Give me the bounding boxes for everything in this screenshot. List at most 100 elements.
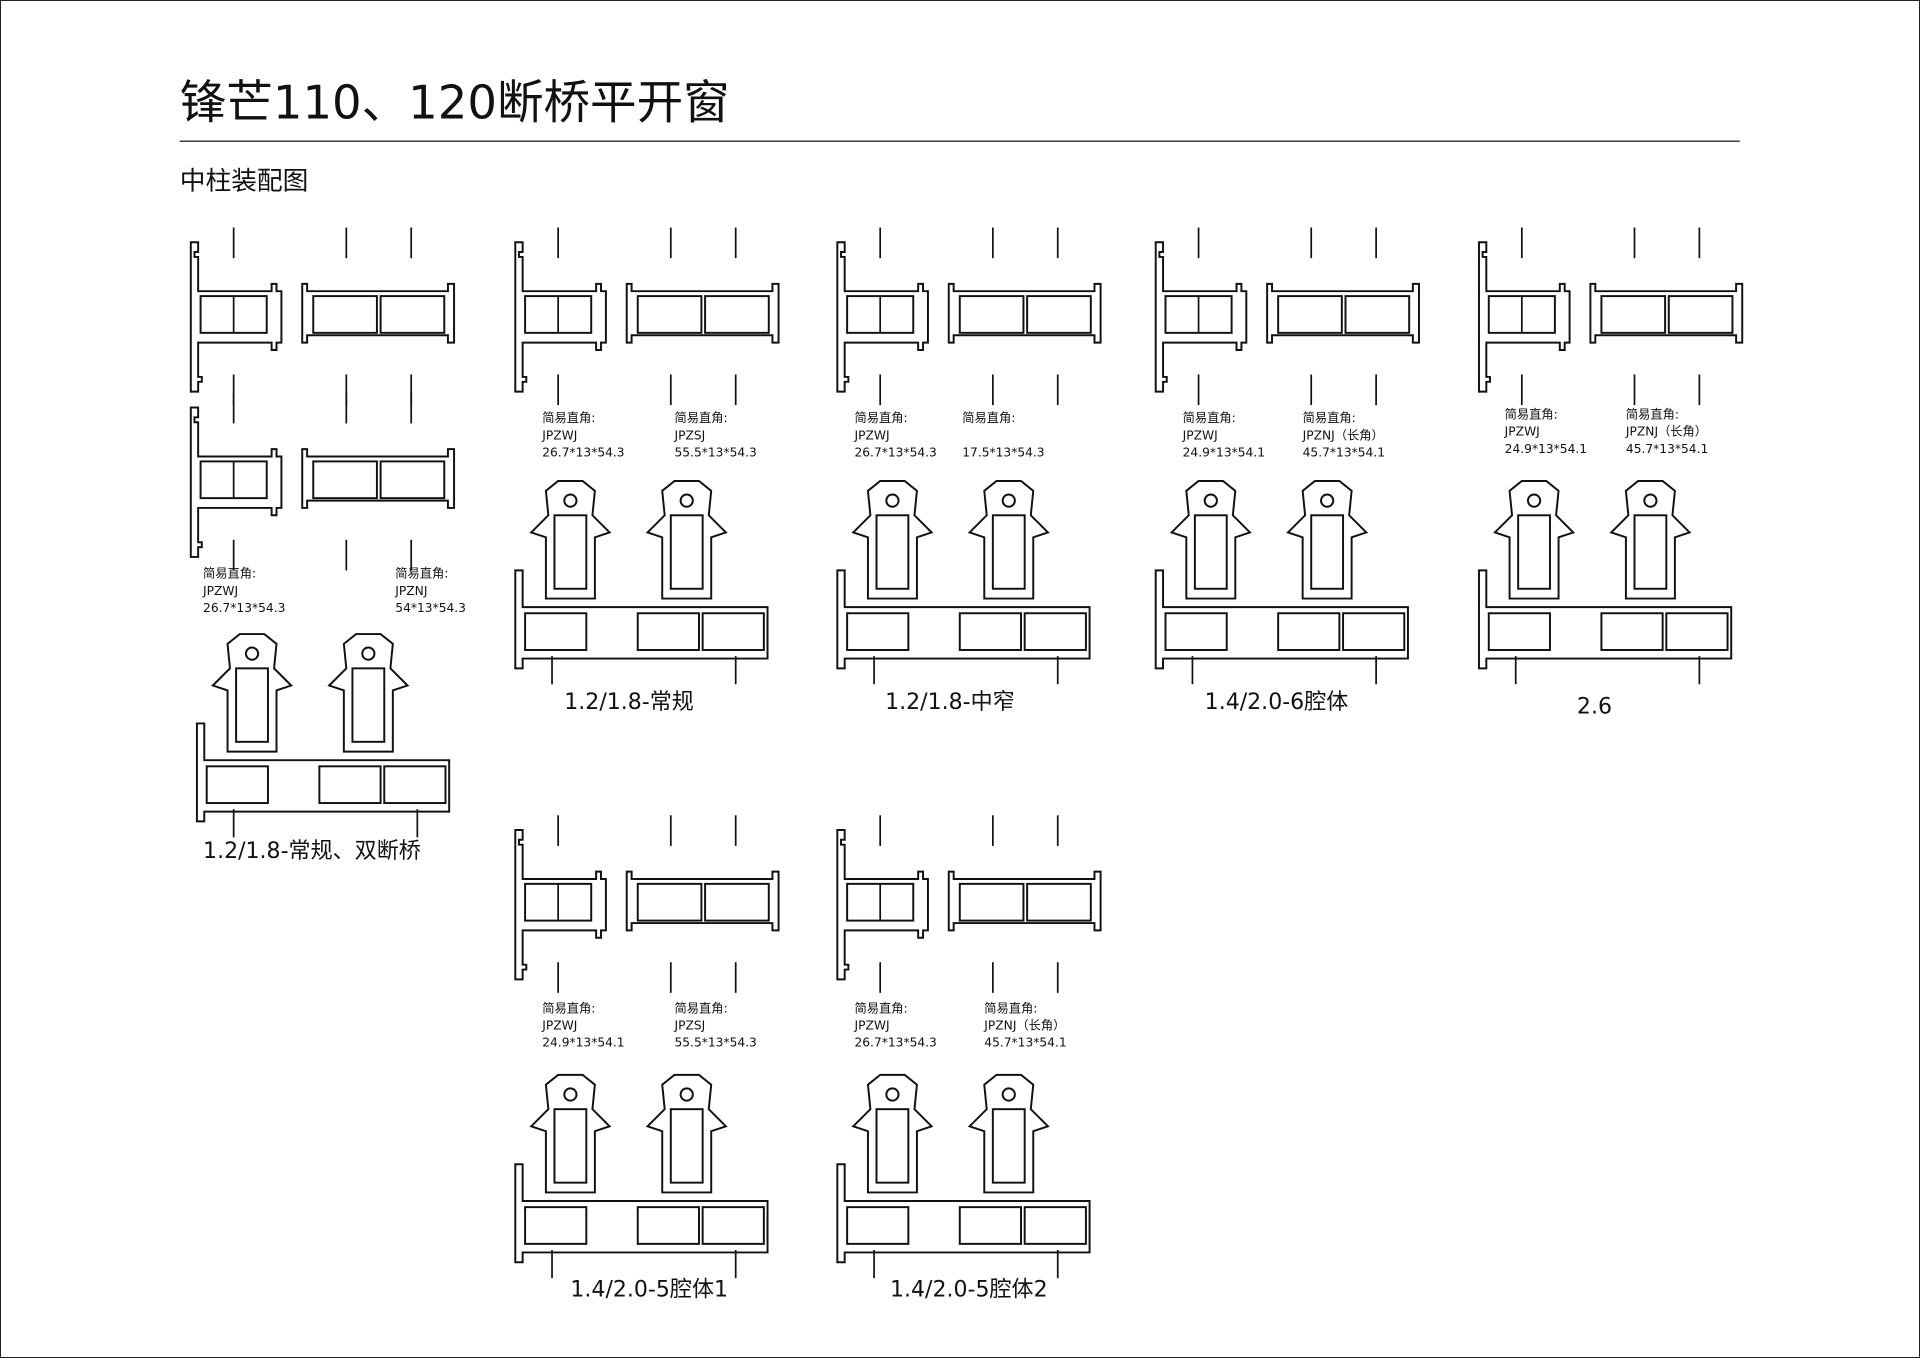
- frame-chamber: [205, 765, 269, 805]
- corner-key-code: JPZNJ: [395, 585, 428, 599]
- screw-hole: [1526, 493, 1542, 508]
- frame-profile-outline: [836, 569, 1091, 670]
- frame-profile-outline: [514, 241, 607, 393]
- corner-key-code: JPZNJ（长角）: [984, 1019, 1066, 1034]
- frame-chamber: [958, 1206, 1022, 1245]
- mullion-chamber: [704, 882, 770, 922]
- corner-key-code: JPZWJ: [854, 429, 890, 444]
- frame-chamber: [383, 765, 447, 805]
- sash-corner-profile: [1493, 480, 1576, 600]
- mullion-chamber: [1600, 295, 1667, 334]
- frame-chamber: [1600, 612, 1664, 651]
- corner-key-code: JPZWJ: [854, 1019, 890, 1034]
- sash-corner-profile: [967, 1073, 1050, 1194]
- screw-hole: [885, 1087, 900, 1102]
- screw-hole: [1203, 493, 1218, 508]
- corner-key-code: JPZWJ: [542, 429, 578, 444]
- sash-chamber: [553, 1108, 588, 1184]
- sash-corner-profile: [1286, 480, 1369, 600]
- mullion-chamber: [379, 295, 446, 334]
- sash-corner-profile: [1169, 480, 1252, 600]
- corner-key-size: 45.7*13*54.1: [984, 1036, 1067, 1051]
- frame-profile-outline: [1154, 241, 1248, 393]
- corner-key-title: 简易直角:: [1182, 412, 1236, 426]
- frame-chamber: [1277, 612, 1341, 651]
- sash-chamber: [351, 667, 386, 743]
- corner-key-title: 简易直角:: [542, 1002, 596, 1017]
- corner-key-title: 简易直角:: [962, 412, 1016, 426]
- frame-profile-outline: [195, 722, 451, 823]
- frame-profile-outline: [836, 241, 929, 393]
- corner-key-code: JPZNJ（长角）: [1302, 429, 1384, 444]
- mullion-chamber: [312, 295, 378, 334]
- corner-key-size: 55.5*13*54.3: [674, 446, 757, 461]
- screw-hole: [563, 1087, 578, 1102]
- mullion-chamber: [379, 460, 446, 500]
- mullion-profile-outline: [301, 282, 456, 344]
- frame-chamber: [701, 1206, 765, 1245]
- frame-chamber: [701, 612, 765, 651]
- corner-key-title: 简易直角:: [1302, 412, 1356, 426]
- screw-hole: [563, 493, 578, 508]
- sash-chamber: [1310, 514, 1345, 590]
- corner-key-title: 简易直角:: [542, 412, 596, 426]
- sash-chamber: [875, 514, 910, 590]
- corner-key-size: 24.9*13*54.1: [1504, 443, 1588, 457]
- frame-chamber: [1665, 612, 1729, 651]
- mullion-profile-outline: [1589, 282, 1744, 344]
- corner-key-size: 26.7*13*54.3: [203, 602, 286, 616]
- corner-key-code: JPZNJ（长角）: [1625, 425, 1708, 440]
- frame-chamber: [1487, 612, 1551, 651]
- corner-key-title: 简易直角:: [203, 567, 257, 582]
- frame-profile-outline: [189, 241, 283, 393]
- sash-chamber: [553, 514, 588, 590]
- section-subtitle: 中柱装配图: [179, 166, 309, 196]
- corner-key-size: 45.7*13*54.1: [1302, 446, 1386, 461]
- corner-key-code: JPZWJ: [203, 585, 239, 599]
- mullion-chamber: [1026, 882, 1092, 922]
- frame-profile-outline: [1477, 569, 1733, 670]
- mullion-profile-outline: [301, 448, 456, 509]
- sash-chamber: [991, 1108, 1026, 1184]
- sash-chamber: [669, 1108, 704, 1184]
- frame-chamber: [846, 1206, 910, 1245]
- series-caption: 1.4/2.0-5腔体1: [570, 1276, 729, 1303]
- frame-chamber: [636, 1206, 700, 1245]
- sash-corner-profile: [851, 1073, 934, 1194]
- sash-corner-profile: [529, 480, 612, 600]
- series-caption: 1.2/1.8-常规: [564, 689, 694, 715]
- frame-chamber: [1023, 1206, 1087, 1245]
- frame-profile-outline: [514, 829, 607, 981]
- corner-key-title: 简易直角:: [395, 567, 449, 582]
- sash-corner-profile: [1609, 480, 1692, 600]
- corner-key-title: 简易直角:: [1504, 408, 1558, 423]
- frame-profile-outline: [1154, 569, 1409, 670]
- frame-chamber: [636, 612, 700, 651]
- frame-profile-outline: [836, 1163, 1091, 1264]
- corner-key-title: 简易直角:: [674, 412, 728, 426]
- mullion-profile-outline: [947, 282, 1102, 344]
- frame-chamber: [1023, 612, 1087, 651]
- corner-key-title: 简易直角:: [1625, 408, 1680, 423]
- mullion-profile-outline: [625, 282, 780, 344]
- sash-corner-profile: [529, 1073, 612, 1194]
- sash-corner-profile: [211, 633, 294, 753]
- sash-chamber: [875, 1108, 910, 1184]
- corner-key-size: 54*13*54.3: [395, 602, 466, 616]
- mullion-chamber: [958, 295, 1025, 334]
- mullion-chamber: [1026, 295, 1092, 334]
- sash-corner-profile: [645, 480, 728, 600]
- series-caption: 1.4/2.0-5腔体2: [889, 1276, 1048, 1303]
- corner-key-code: JPZSJ: [674, 1019, 706, 1034]
- corner-key-size: 24.9*13*54.1: [542, 1036, 625, 1051]
- corner-key-size: 24.9*13*54.1: [1182, 446, 1266, 461]
- screw-hole: [1320, 493, 1335, 508]
- mullion-profile-outline: [947, 870, 1102, 932]
- corner-key-title: 简易直角:: [984, 1002, 1038, 1017]
- corner-key-code: JPZWJ: [1182, 429, 1218, 444]
- frame-chamber: [1164, 612, 1228, 651]
- page-title: 锋芒110、120断桥平开窗: [179, 75, 730, 130]
- corner-key-size: 26.7*13*54.3: [854, 446, 937, 461]
